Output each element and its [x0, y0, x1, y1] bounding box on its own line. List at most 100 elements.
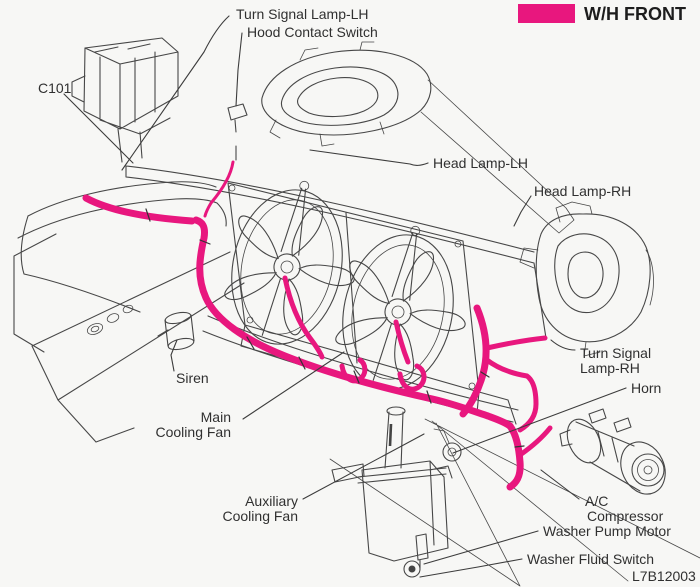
head-lamp-rh-part [519, 201, 654, 357]
washer-tank [331, 406, 453, 578]
label-c101: C101 [38, 80, 72, 96]
label-horn: Horn [631, 380, 661, 396]
fan-main-ring-outer [231, 189, 343, 345]
label-head-lamp-lh: Head Lamp-LH [433, 155, 528, 171]
leader-main-cooling-fan [242, 351, 345, 420]
fan-main-ring-inner [240, 199, 334, 335]
leader-c101 [63, 93, 134, 164]
fan-aux-blades [332, 247, 467, 383]
harness-hood-switch-wire [203, 160, 235, 218]
leader-turn-signal-rh [550, 339, 576, 351]
leader-hood-contact-switch [235, 32, 243, 107]
callout-labels: Turn Signal Lamp-LH Hood Contact Switch … [38, 6, 696, 584]
fan-blade [221, 256, 279, 311]
ac-pulley-outer [631, 453, 665, 487]
diagram-code: L7B12003 [632, 568, 696, 584]
label-auxiliary-cooling-fan-line1: Auxiliary [245, 493, 298, 509]
head-lamp-rh-outline [535, 213, 651, 343]
front-harness [82, 160, 553, 491]
label-main-cooling-fan-line1: Main [201, 409, 231, 425]
fan-blade [332, 301, 390, 356]
harness-fan-aux-lead [393, 319, 411, 365]
legend-harness-swatch [518, 4, 575, 23]
label-head-lamp-rh: Head Lamp-RH [534, 183, 631, 199]
leader-horn [452, 387, 627, 454]
label-turn-signal-lamp-rh-line2: Lamp-RH [580, 360, 640, 376]
body-frame-left-strokes [13, 181, 245, 443]
body-frame-left [13, 181, 245, 443]
label-turn-signal-lamp-rh-line1: Turn Signal [580, 345, 651, 361]
fan-aux-hub-inner [391, 305, 405, 319]
siren-body [157, 314, 195, 347]
label-siren: Siren [176, 370, 209, 386]
head-lamp-lh-details [269, 41, 575, 234]
harness-loop-1 [339, 357, 368, 384]
washer-tank-cap [386, 406, 406, 416]
fan-main-blades [221, 202, 356, 338]
ac-pulley-hub [643, 465, 653, 475]
washer-pump-part [403, 560, 421, 578]
frame-hole-1 [86, 323, 104, 335]
fuse-box-outline [71, 37, 179, 163]
harness-washer-drop [506, 422, 524, 491]
harness-left-spur [82, 194, 196, 225]
fan-aux-ring-inner [351, 244, 445, 380]
washer-neck-stripe [388, 423, 393, 447]
harness-right-riser [459, 304, 490, 418]
frame-hole-2 [106, 313, 120, 323]
hood-contact-switch-part [227, 103, 248, 161]
cooling-fan-main [221, 180, 356, 345]
horn-bracket [433, 428, 450, 444]
ac-compressor-front [620, 441, 666, 495]
label-ac-compressor-line1: A/C [585, 493, 608, 509]
label-hood-contact-switch: Hood Contact Switch [247, 24, 378, 40]
leader-siren [170, 339, 178, 372]
label-auxiliary-cooling-fan-line2: Cooling Fan [223, 508, 299, 524]
fuse-box [71, 37, 179, 163]
ac-compressor-part [559, 408, 666, 495]
leader-washer-fluid-switch [419, 558, 523, 578]
harness-clamp-ticks [145, 208, 525, 448]
lower-panel-lines [329, 418, 700, 587]
leader-head-lamp-rh [513, 195, 532, 227]
harness-fan-main-lead [282, 275, 325, 360]
washer-tank-bracket [331, 463, 365, 483]
ac-pulley-mid [637, 459, 659, 481]
harness-loop-2 [397, 363, 427, 392]
label-turn-signal-lamp-lh: Turn Signal Lamp-LH [236, 6, 369, 22]
leader-ac-compressor [540, 469, 580, 500]
legend: W/H FRONT [518, 4, 686, 24]
hood-contact-switch-body [227, 103, 248, 161]
head-lamp-rh-details [519, 201, 654, 357]
frame-hole-1-inner [90, 325, 100, 333]
leader-head-lamp-lh [309, 149, 429, 166]
harness-ac-branch [517, 425, 553, 458]
fan-aux-strut [372, 232, 418, 381]
head-lamp-rh-lens [554, 233, 620, 314]
label-washer-fluid-switch: Washer Fluid Switch [527, 551, 654, 567]
fan-main-strut [261, 187, 307, 336]
label-main-cooling-fan-line2: Cooling Fan [156, 424, 232, 440]
siren-bottom [167, 337, 195, 351]
frame-hole-3 [122, 304, 134, 314]
leader-washer-pump-motor [423, 530, 539, 565]
radiator-support-bolts [228, 184, 476, 390]
label-washer-pump-motor: Washer Pump Motor [543, 523, 671, 539]
washer-pump-center [408, 565, 416, 573]
horn-disc [442, 442, 462, 462]
leader-auxiliary-cooling-fan [302, 433, 425, 500]
fan-aux-mount-bolt [410, 225, 421, 236]
ac-compressor-rear [566, 418, 602, 464]
fan-main-mount-bolt [299, 180, 310, 191]
harness-lower-right-loop [484, 357, 539, 433]
fan-blade [409, 305, 467, 336]
ac-compressor-body [559, 408, 641, 492]
leader-lines [63, 15, 627, 578]
head-lamp-lh-outline [261, 49, 432, 136]
washer-tank-neck [384, 411, 404, 469]
fan-main-hub-inner [280, 260, 294, 274]
siren-part [157, 311, 195, 351]
fan-blade [298, 260, 356, 291]
